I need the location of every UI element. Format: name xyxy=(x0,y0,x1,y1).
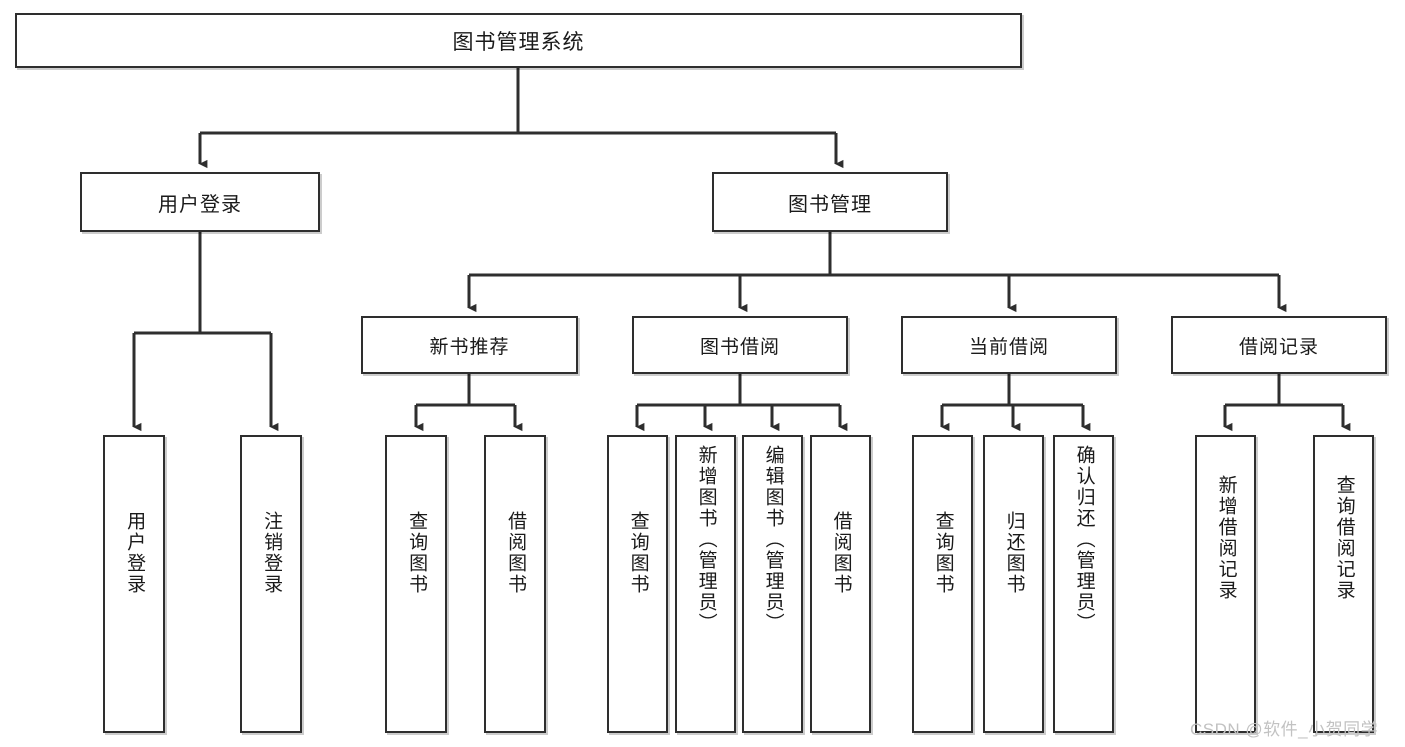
node-book-management[interactable]: 图书管理 xyxy=(712,172,948,232)
leaf-logout[interactable]: 注销登录 xyxy=(240,435,302,733)
node-borrow-record[interactable]: 借阅记录 xyxy=(1171,316,1387,374)
leaf-edit-book-admin[interactable]: 编辑图书（管理员） xyxy=(742,435,803,733)
leaf-borrow-books-borrow-label: 借阅图书 xyxy=(830,511,852,595)
node-book-borrow-label: 图书借阅 xyxy=(699,336,780,358)
leaf-add-book-admin-label: 新增图书（管理员） xyxy=(695,445,717,634)
node-user-login[interactable]: 用户登录 xyxy=(80,172,320,232)
leaf-edit-book-admin-label: 编辑图书（管理员） xyxy=(762,445,784,634)
node-book-borrow[interactable]: 图书借阅 xyxy=(632,316,848,374)
node-book-management-label: 图书管理 xyxy=(788,193,872,216)
leaf-query-borrow-record-label: 查询借阅记录 xyxy=(1333,475,1355,601)
leaf-add-borrow-record-label: 新增借阅记录 xyxy=(1215,475,1237,601)
leaf-query-borrow-record[interactable]: 查询借阅记录 xyxy=(1313,435,1374,733)
leaf-query-books-borrow-label: 查询图书 xyxy=(627,511,649,595)
leaf-borrow-books-recommend-label: 借阅图书 xyxy=(505,511,527,595)
leaf-query-books-current-label: 查询图书 xyxy=(932,511,954,595)
leaf-confirm-return-admin[interactable]: 确认归还（管理员） xyxy=(1053,435,1114,733)
leaf-query-books-recommend[interactable]: 查询图书 xyxy=(385,435,447,733)
csdn-watermark: CSDN @软件_小贺同学 xyxy=(1190,720,1379,739)
leaf-user-login[interactable]: 用户登录 xyxy=(103,435,165,733)
leaf-user-login-label: 用户登录 xyxy=(124,511,146,595)
leaf-query-books-recommend-label: 查询图书 xyxy=(406,511,428,595)
leaf-confirm-return-admin-label: 确认归还（管理员） xyxy=(1073,445,1095,634)
node-root[interactable]: 图书管理系统 xyxy=(15,13,1022,68)
leaf-return-books[interactable]: 归还图书 xyxy=(983,435,1044,733)
node-current-borrow[interactable]: 当前借阅 xyxy=(901,316,1117,374)
leaf-add-borrow-record[interactable]: 新增借阅记录 xyxy=(1195,435,1256,733)
leaf-logout-label: 注销登录 xyxy=(261,511,283,595)
node-borrow-record-label: 借阅记录 xyxy=(1238,336,1319,358)
leaf-query-books-borrow[interactable]: 查询图书 xyxy=(607,435,668,733)
node-new-book-recommend-label: 新书推荐 xyxy=(429,336,510,358)
leaf-query-books-current[interactable]: 查询图书 xyxy=(912,435,973,733)
leaf-add-book-admin[interactable]: 新增图书（管理员） xyxy=(675,435,736,733)
node-root-label: 图书管理系统 xyxy=(452,30,585,54)
leaf-borrow-books-borrow[interactable]: 借阅图书 xyxy=(810,435,871,733)
node-new-book-recommend[interactable]: 新书推荐 xyxy=(361,316,578,374)
node-current-borrow-label: 当前借阅 xyxy=(968,336,1049,358)
node-user-login-label: 用户登录 xyxy=(158,193,242,216)
leaf-return-books-label: 归还图书 xyxy=(1003,511,1025,595)
leaf-borrow-books-recommend[interactable]: 借阅图书 xyxy=(484,435,546,733)
